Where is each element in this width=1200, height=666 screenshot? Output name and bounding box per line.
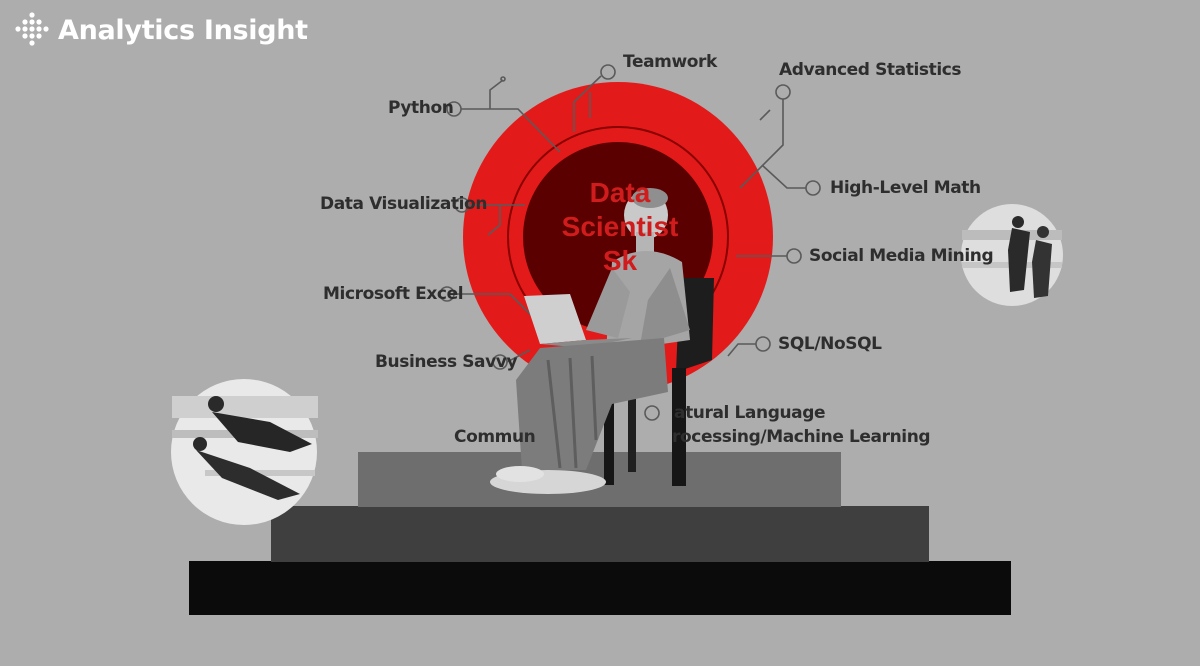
skill-business-savvy: Business Savvy xyxy=(375,352,518,372)
halo-title: Data Scientist Sk xyxy=(560,176,680,278)
skill-high-level-math: High-Level Math xyxy=(830,178,981,198)
statue-figure xyxy=(490,188,714,494)
skill-python: Python xyxy=(388,98,454,118)
skill-nlp-line-2: rocessing/Machine Learning xyxy=(672,427,931,447)
halo-title-line-2: Scientist xyxy=(561,211,679,242)
podium-step-middle xyxy=(271,506,929,562)
right-photo-circle xyxy=(961,204,1063,306)
skill-advanced-statistics: Advanced Statistics xyxy=(779,60,962,80)
halo-title-line-1: Data xyxy=(589,177,651,208)
brand-name: Analytics Insight xyxy=(58,14,308,46)
left-photo-circle xyxy=(171,379,318,525)
skill-microsoft-excel: Microsoft Excel xyxy=(323,284,464,304)
skill-teamwork: Teamwork xyxy=(623,52,717,72)
skill-sql-nosql: SQL/NoSQL xyxy=(778,334,882,354)
skill-nlp-line-1: atural Language xyxy=(674,403,826,423)
brand: Analytics Insight xyxy=(14,12,308,48)
skill-social-media-mining: Social Media Mining xyxy=(809,246,994,266)
podium-step-bottom xyxy=(189,561,1011,615)
dotted-diamond-icon xyxy=(15,12,49,46)
halo-title-line-3: Sk xyxy=(602,245,638,276)
connector-lines xyxy=(439,64,821,421)
skill-data-visualization: Data Visualization xyxy=(320,194,488,214)
skill-communication: Commun xyxy=(454,427,536,447)
